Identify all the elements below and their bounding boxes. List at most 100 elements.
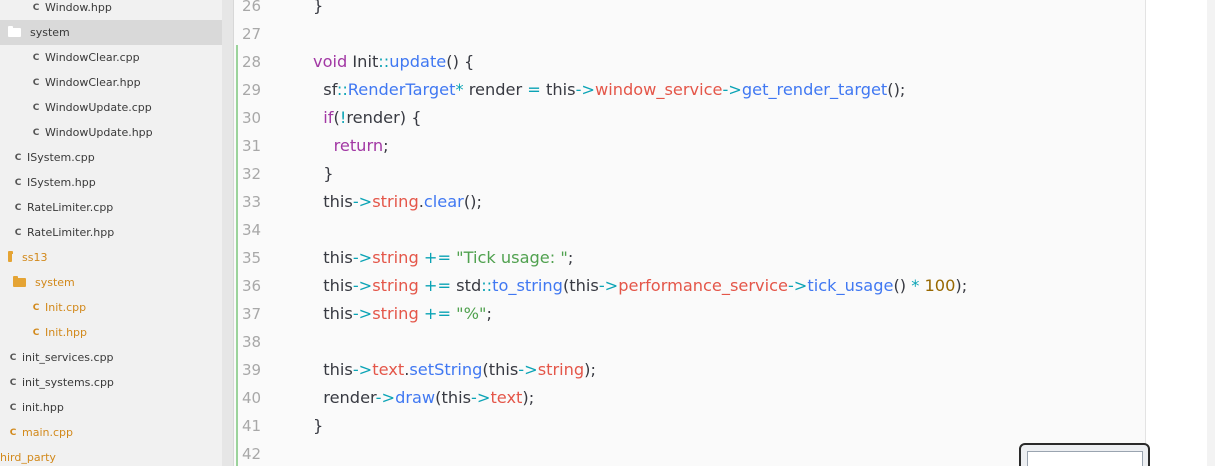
sidebar-scrollbar[interactable]: [222, 0, 234, 466]
code-token: return: [313, 136, 384, 155]
code-token: .: [418, 192, 424, 211]
popup-input[interactable]: [1027, 451, 1143, 466]
code-line[interactable]: 36 this->string += std::to_string(this->…: [234, 272, 1145, 300]
editor-right-gutter: [1146, 0, 1215, 466]
code-token: void: [313, 52, 348, 71]
code-token: this: [313, 304, 353, 323]
vertical-scrollbar[interactable]: [1207, 0, 1215, 466]
code-text: void Init::update() {: [313, 48, 474, 76]
code-token: setString: [409, 360, 483, 379]
code-token: ::: [336, 80, 348, 99]
code-token: }: [313, 416, 324, 435]
code-token: ;: [567, 248, 574, 267]
code-token: tick_usage: [807, 276, 894, 295]
tree-item-label: RateLimiter.hpp: [27, 226, 115, 239]
cpp-file-icon: C: [14, 202, 22, 213]
cpp-file-icon: C: [32, 102, 40, 113]
code-token: "%": [456, 304, 487, 323]
tree-item-label: main.cpp: [22, 426, 73, 439]
code-token: text: [372, 360, 405, 379]
code-token: ;: [383, 136, 389, 155]
code-line[interactable]: 42: [234, 440, 1145, 466]
code-token: clear: [423, 192, 464, 211]
code-token: ::: [378, 52, 390, 71]
tree-item-label: init.hpp: [22, 401, 64, 414]
cpp-file-icon: C: [9, 377, 17, 388]
code-token: text: [490, 388, 523, 407]
code-token: update: [389, 52, 447, 71]
code-token: render: [463, 80, 528, 99]
code-token: "Tick usage: ": [456, 248, 568, 267]
code-token: if: [313, 108, 334, 127]
code-token: ->: [471, 388, 491, 407]
code-line[interactable]: 27: [234, 20, 1145, 48]
cpp-file-icon: C: [9, 402, 17, 413]
code-line[interactable]: 41}: [234, 412, 1145, 440]
code-line[interactable]: 26}: [234, 0, 1145, 20]
line-number: 32: [242, 165, 262, 183]
tree-item-label: Init.cpp: [45, 301, 87, 314]
code-token: get_render_target: [741, 80, 888, 99]
code-line[interactable]: 38: [234, 328, 1145, 356]
tree-folder[interactable]: system: [0, 270, 222, 295]
tree-folder[interactable]: hird_party: [0, 445, 222, 466]
code-token: );: [522, 388, 535, 407]
cpp-file-icon: C: [14, 177, 22, 188]
code-text: sf::RenderTarget* render = this->window_…: [313, 76, 905, 104]
line-number: 30: [242, 109, 262, 127]
code-line[interactable]: 39 this->text.setString(this->string);: [234, 356, 1145, 384]
code-token: std: [451, 276, 482, 295]
code-token: (this: [482, 360, 519, 379]
code-line[interactable]: 34: [234, 216, 1145, 244]
popup-window[interactable]: [1019, 443, 1150, 466]
code-token: ->: [352, 276, 373, 295]
code-token: !: [339, 108, 347, 127]
code-token: +=: [423, 276, 452, 295]
folder-icon: [8, 26, 21, 37]
code-line[interactable]: 30 if(!render) {: [234, 104, 1145, 132]
code-line[interactable]: 40 render->draw(this->text);: [234, 384, 1145, 412]
code-token: render) {: [346, 108, 422, 127]
code-token: string: [537, 360, 585, 379]
tree-item-label: Init.hpp: [45, 326, 88, 339]
code-line[interactable]: 33 this->string.clear();: [234, 188, 1145, 216]
code-line[interactable]: 29 sf::RenderTarget* render = this->wind…: [234, 76, 1145, 104]
code-text: this->string += std::to_string(this->per…: [313, 272, 967, 300]
tree-file[interactable]: C ISystem.hpp: [0, 170, 222, 195]
code-token: (): [893, 276, 912, 295]
code-line[interactable]: 31 return;: [234, 132, 1145, 160]
code-token: string: [372, 304, 419, 323]
tree-folder[interactable]: ss13: [0, 245, 222, 270]
code-line[interactable]: 35 this->string += "Tick usage: ";: [234, 244, 1145, 272]
tree-item-label: ISystem.hpp: [27, 176, 96, 189]
code-token: ->: [352, 192, 373, 211]
tree-item-label: init_systems.cpp: [22, 376, 114, 389]
code-token: this: [540, 80, 576, 99]
tree-item-label: WindowUpdate.hpp: [45, 126, 153, 139]
line-number: 31: [242, 137, 262, 155]
cpp-file-icon: C: [32, 52, 40, 63]
folder-icon: [8, 251, 13, 262]
tree-folder[interactable]: system: [0, 20, 222, 45]
code-line[interactable]: 37 this->string += "%";: [234, 300, 1145, 328]
code-line[interactable]: 32 }: [234, 160, 1145, 188]
code-token: this: [313, 248, 353, 267]
line-number: 35: [242, 249, 262, 267]
